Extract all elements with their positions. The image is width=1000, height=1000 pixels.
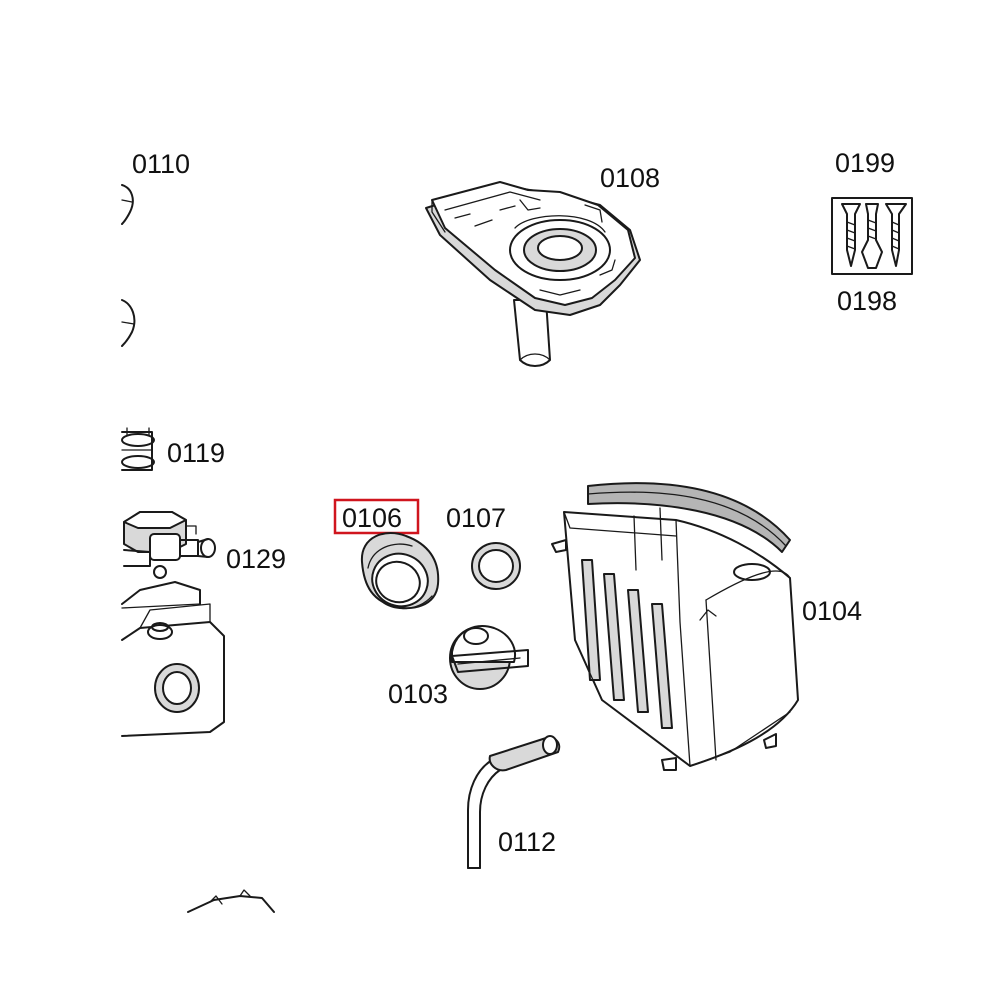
part-0129-drawing[interactable]: [123, 511, 216, 579]
tank-drawing[interactable]: [121, 581, 225, 737]
part-0107-drawing[interactable]: [471, 542, 521, 590]
part-0103-drawing[interactable]: [449, 625, 529, 690]
label-0198[interactable]: 0198: [837, 286, 897, 316]
label-0199[interactable]: 0199: [835, 148, 895, 178]
label-0110[interactable]: 0110: [132, 149, 190, 179]
label-0107[interactable]: 0107: [446, 503, 506, 533]
part-0108-drawing[interactable]: [425, 181, 641, 367]
label-0108[interactable]: 0108: [600, 163, 660, 193]
screw-box: [831, 197, 913, 275]
part-0199-0198-screws[interactable]: [831, 197, 913, 275]
label-0103[interactable]: 0103: [388, 679, 448, 709]
highlight-box-0106: [333, 498, 420, 535]
label-0104[interactable]: 0104: [802, 596, 862, 626]
part-0119-drawing[interactable]: [121, 427, 155, 471]
label-0106[interactable]: 0106: [342, 503, 402, 533]
part-0110-drawing[interactable]: [121, 184, 136, 347]
bottom-fragment-drawing: [187, 889, 275, 913]
part-0104-drawing[interactable]: [551, 482, 799, 771]
label-0112[interactable]: 0112: [498, 827, 556, 857]
part-0106-drawing[interactable]: [360, 532, 440, 614]
label-0129[interactable]: 0129: [226, 544, 286, 574]
label-0119[interactable]: 0119: [167, 438, 225, 468]
part-0112-drawing[interactable]: [467, 735, 561, 869]
